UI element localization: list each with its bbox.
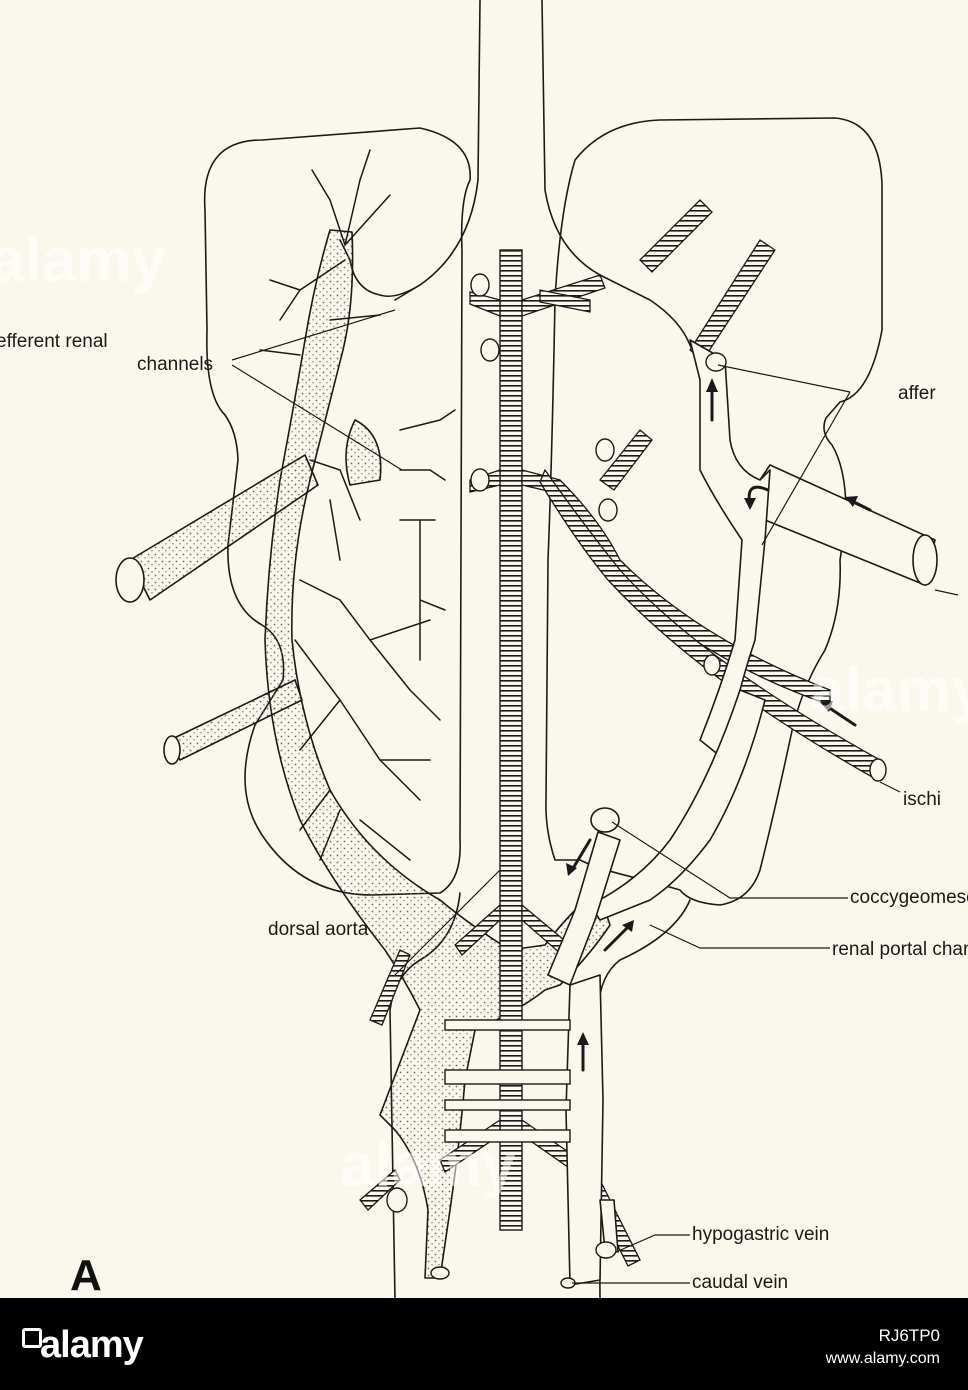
renal-circulation-diagram — [115, 0, 959, 1298]
left-lower-vessel-end — [386, 1187, 408, 1213]
efferent-main-trunk — [264, 229, 611, 1279]
arrow-coccygeo-down — [570, 838, 592, 872]
left-kidney-outline — [203, 127, 471, 896]
leader-efferent-1 — [231, 309, 396, 361]
label-dorsal-aorta: dorsal aorta — [268, 919, 369, 940]
dorsal-aorta — [499, 249, 523, 1231]
brand-logo-icon — [22, 1328, 42, 1348]
right-kidney-outline — [545, 117, 883, 906]
renal-artery-branch-3 — [689, 239, 776, 361]
central-trunk-right — [541, 0, 601, 276]
footer-bar: alamy RJ6TP0 www.alamy.com — [0, 1298, 968, 1390]
watermark-text: alamy — [0, 226, 166, 295]
coccygeomese-vessel-end — [590, 807, 620, 833]
watermark-text: alamy — [340, 1131, 516, 1200]
hypogastric-vein-end — [595, 1241, 617, 1259]
renal-portal-lower — [589, 689, 766, 921]
right-vein-upper — [599, 274, 706, 381]
label-renal-portal: renal portal chan — [832, 939, 968, 960]
label-caudal-vein: caudal vein — [692, 1272, 789, 1293]
renal-artery-branch-1 — [599, 429, 653, 491]
arrow-portal-up — [603, 923, 632, 952]
leader-afferent-3 — [934, 589, 959, 596]
panel-letter: A — [70, 1251, 102, 1298]
label-efferent-channels: channels — [137, 354, 214, 375]
lower-left-striped — [369, 949, 411, 1026]
label-efferent-renal: efferent renal — [0, 331, 108, 352]
hypogastric-vein — [599, 1199, 619, 1253]
site-url[interactable]: www.alamy.com — [825, 1350, 940, 1367]
left-vessel-end-upper — [115, 557, 145, 603]
ischi-vessel-end — [869, 758, 887, 782]
left-artery-lower-2 — [454, 903, 501, 956]
leader-afferent-1 — [717, 364, 851, 393]
label-coccygeomese: coccygeomese — [850, 887, 968, 908]
afferent-upper-end — [705, 352, 727, 372]
afferent-vessel-end — [912, 534, 938, 586]
renal-artery-branch-4 — [539, 289, 591, 313]
leader-dorsal-aorta — [394, 869, 501, 976]
lower-left-striped-2 — [359, 1168, 401, 1211]
leader-ischi — [879, 781, 901, 793]
leader-hypogastric — [615, 1234, 690, 1253]
leader-coccygeo — [611, 821, 848, 899]
leader-afferent-2 — [761, 391, 851, 546]
figure-panel: alamy alamy alamy efferent renal channel… — [0, 0, 968, 1298]
label-hypogastric-vein: hypogastric vein — [692, 1224, 830, 1245]
label-ischi: ischi — [903, 789, 942, 810]
image-id: RJ6TP0 — [878, 1326, 940, 1345]
central-trunk-left — [394, 0, 481, 301]
leader-renal-portal — [649, 924, 830, 949]
footer-brand[interactable]: alamy — [40, 1324, 144, 1366]
watermark-text: alamy — [810, 656, 968, 725]
renal-artery-branch-2 — [639, 199, 713, 273]
label-afferent: affer — [898, 383, 936, 404]
efferent-dashed-lobe — [345, 419, 382, 486]
left-vessel-end-lower — [163, 735, 181, 765]
left-artery-upper — [469, 291, 501, 317]
hypogastric-caudal-vein — [565, 974, 604, 1286]
left-bottom-vessel-end — [430, 1266, 450, 1280]
leader-efferent-2 — [231, 364, 403, 471]
